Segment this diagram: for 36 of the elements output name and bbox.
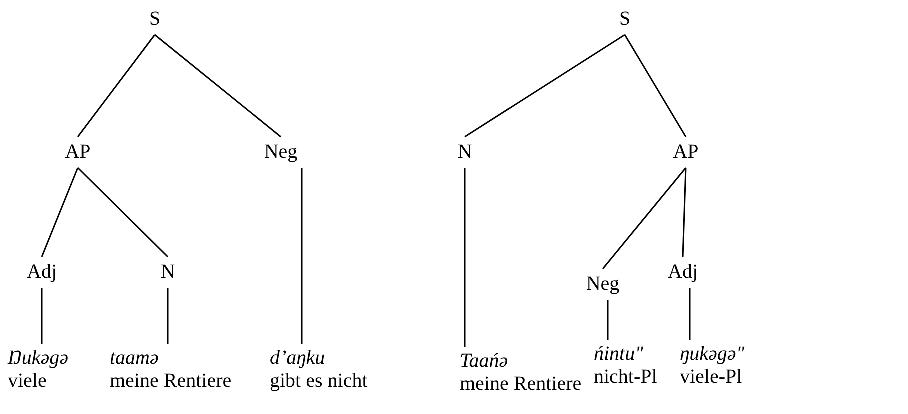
category-label: Adj [27, 261, 57, 283]
gloss: viele [8, 370, 48, 393]
tree-branch [602, 168, 687, 270]
tree-branch [607, 300, 609, 340]
tree-branch [154, 34, 282, 138]
tree-branch [301, 168, 303, 344]
word-form: d’aŋku [270, 347, 326, 370]
tree-branch [464, 34, 626, 138]
category-label: Neg [264, 141, 298, 163]
tree-branch [41, 288, 43, 344]
category-label: S [619, 8, 631, 30]
tree-branch [689, 288, 691, 340]
tree-branch [464, 168, 466, 347]
category-label: Adj [668, 261, 698, 283]
tree-branch [77, 167, 169, 258]
category-label: N [458, 141, 472, 163]
tree-branch [41, 168, 79, 258]
gloss: viele-Pl [680, 366, 744, 389]
category-label: AP [673, 141, 699, 163]
word-form: Taańə [460, 350, 510, 373]
gloss: meine Rentiere [110, 370, 232, 393]
gloss: nicht-Pl [594, 366, 658, 389]
category-label: Neg [586, 273, 620, 295]
word-form: Ŋukəgə [8, 347, 69, 370]
tree-branch [167, 288, 169, 344]
word-form: ńintu" [594, 343, 645, 366]
category-label: S [149, 8, 161, 30]
tree-branch [77, 34, 156, 138]
category-label: N [160, 261, 176, 283]
word-form: taamə [110, 347, 160, 370]
word-form: ŋukəgə" [680, 343, 745, 366]
gloss: gibt es nicht [270, 370, 368, 393]
gloss: meine Rentiere [460, 373, 582, 396]
tree-branch [682, 168, 687, 258]
tree-branch [624, 34, 687, 138]
category-label: AP [65, 141, 91, 163]
